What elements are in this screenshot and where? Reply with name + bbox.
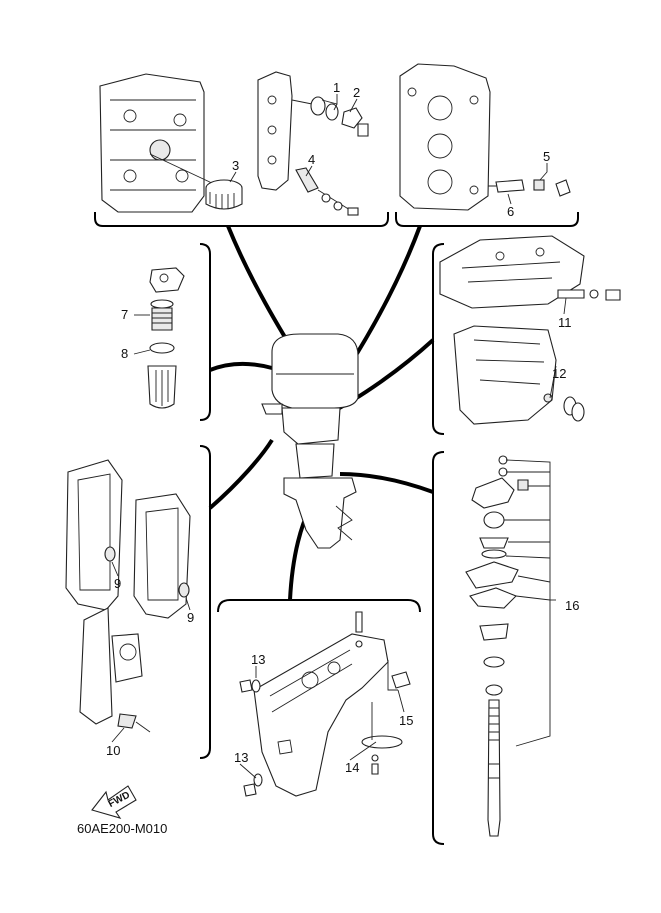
fuel-filter-assembly (147, 267, 185, 409)
top-left-panel-frame (94, 212, 389, 227)
callout-1: 1 (333, 80, 340, 95)
lower-unit-gearcase (253, 633, 389, 797)
anode-lower (387, 660, 411, 691)
water-pump-assembly (465, 455, 529, 696)
top-right-panel-frame (395, 212, 579, 227)
drain-plug-lower (543, 393, 585, 422)
callout-13-lower: 13 (234, 750, 248, 765)
outboard-motor (261, 333, 359, 549)
cylinder-head-right (399, 63, 491, 211)
trim-tab (361, 702, 403, 775)
fwd-arrow (91, 785, 137, 819)
kit-16-bracket (504, 459, 556, 747)
callout-5: 5 (543, 149, 550, 164)
drive-shaft (487, 699, 501, 837)
callout-2: 2 (353, 85, 360, 100)
exhaust-cover (257, 71, 293, 191)
upper-casing (439, 235, 585, 309)
lower-gear-panel-frame (217, 599, 421, 613)
callout-13-upper: 13 (251, 652, 265, 667)
callout-14: 14 (345, 760, 359, 775)
callout-10: 10 (106, 743, 120, 758)
lower-right-panel-frame (432, 451, 445, 845)
callout-16: 16 (565, 598, 579, 613)
clamp-bracket-right (133, 493, 191, 619)
callout-11: 11 (558, 315, 572, 330)
gear-oil-plugs (239, 611, 363, 797)
oil-filter (149, 153, 243, 210)
callout-9-right: 9 (187, 610, 194, 625)
power-trim-tilt-unit (79, 607, 151, 733)
callout-3: 3 (232, 158, 239, 173)
lower-left-panel-frame (199, 445, 211, 759)
diagram-code: 60AE200-M010 (77, 821, 167, 836)
mid-right-panel-frame (432, 243, 445, 435)
oil-pan (453, 325, 557, 425)
anode-top-left (295, 167, 359, 216)
connector-mid-left (209, 361, 273, 372)
callout-6: 6 (507, 204, 514, 219)
connector-lower-left (208, 438, 274, 510)
connector-lower-right (339, 472, 434, 494)
callout-15: 15 (399, 713, 413, 728)
drain-plug-upper (557, 289, 621, 301)
temperature-sensor (488, 179, 571, 197)
callout-labels: 1 2 3 4 5 6 7 8 9 9 10 11 12 13 13 14 15… (106, 80, 579, 775)
callout-4: 4 (308, 152, 315, 167)
callout-9-left: 9 (114, 576, 121, 591)
clamp-bracket-left (65, 459, 123, 611)
mid-left-panel-frame (199, 243, 211, 421)
callout-leaders (111, 94, 567, 779)
connector-top-right (346, 225, 422, 370)
thermostat-parts (291, 96, 369, 137)
cylinder-block-left (99, 73, 205, 213)
callout-8: 8 (121, 346, 128, 361)
callout-7: 7 (121, 307, 128, 322)
